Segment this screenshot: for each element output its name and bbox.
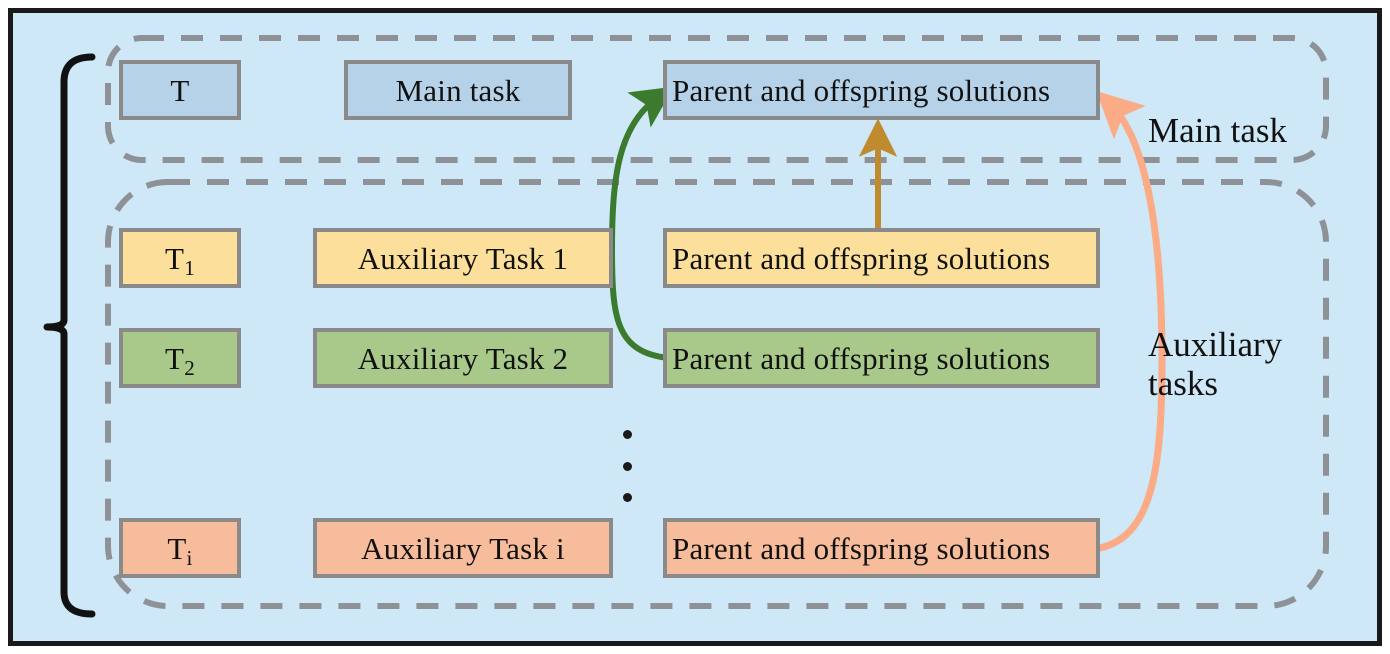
task-name-aux2[interactable]: Auxiliary Task 2 <box>313 328 613 388</box>
solutions-aux1-label: Parent and offspring solutions <box>672 240 1051 276</box>
ellipsis-dot <box>622 430 632 439</box>
task-tag-main-label: T <box>170 72 190 108</box>
main-task-group-label: Main task <box>1148 111 1288 151</box>
ellipsis-dot <box>622 461 632 471</box>
task-tag-aux2-label: T2 <box>165 340 195 380</box>
solutions-aux2[interactable]: Parent and offspring solutions <box>663 328 1100 388</box>
solutions-main[interactable]: Parent and offspring solutions <box>663 60 1100 120</box>
solutions-main-label: Parent and offspring solutions <box>672 72 1051 108</box>
vertical-ellipsis-icon <box>620 430 634 502</box>
task-tag-aux1-label: T1 <box>165 240 195 280</box>
task-name-aux1-label: Auxiliary Task 1 <box>357 240 569 276</box>
ellipsis-dot <box>622 493 632 502</box>
task-tag-auxi-label: Ti <box>167 530 193 570</box>
solutions-aux2-label: Parent and offspring solutions <box>672 340 1051 376</box>
task-name-aux1[interactable]: Auxiliary Task 1 <box>313 228 613 288</box>
task-name-auxi-label: Auxiliary Task i <box>361 530 565 566</box>
task-name-auxi[interactable]: Auxiliary Task i <box>313 518 613 578</box>
task-name-aux2-label: Auxiliary Task 2 <box>357 340 569 376</box>
task-name-main-label: Main task <box>395 72 521 108</box>
task-name-main[interactable]: Main task <box>344 60 572 120</box>
task-tag-main[interactable]: T <box>119 60 241 120</box>
solutions-auxi[interactable]: Parent and offspring solutions <box>663 518 1100 578</box>
solutions-aux1[interactable]: Parent and offspring solutions <box>663 228 1100 288</box>
task-tag-aux2[interactable]: T2 <box>119 328 241 388</box>
task-tag-auxi[interactable]: Ti <box>119 518 241 578</box>
solutions-auxi-label: Parent and offspring solutions <box>672 530 1051 566</box>
task-tag-aux1[interactable]: T1 <box>119 228 241 288</box>
